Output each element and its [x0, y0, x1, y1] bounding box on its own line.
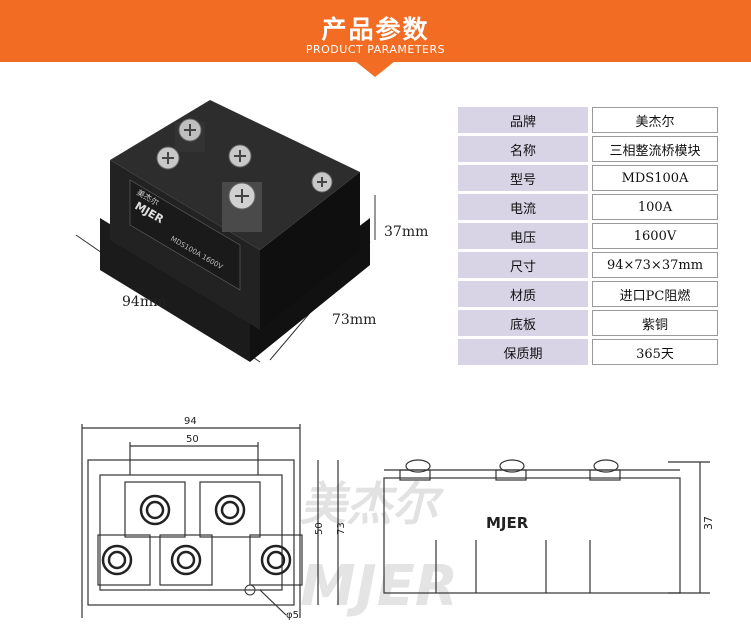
param-row: 底板紫铜 — [458, 310, 718, 336]
header-banner — [0, 0, 751, 62]
terminal-screw — [156, 146, 180, 170]
param-key: 型号 — [458, 165, 592, 191]
technical-drawing: 美杰尔 MJER 94 50 50 73 φ5 — [81, 416, 715, 621]
product-photo: MJER 美杰尔 MDS100A 1600V 94mm 73mm 37mm — [75, 100, 428, 363]
watermark-en: MJER — [300, 554, 458, 619]
terminal-screw — [222, 182, 262, 232]
dim-side-height: 37 — [702, 516, 715, 530]
param-key: 品牌 — [458, 107, 592, 133]
param-key: 材质 — [458, 281, 592, 307]
param-value: 美杰尔 — [592, 107, 718, 133]
watermark-cn: 美杰尔 — [300, 477, 445, 531]
terminal-screw — [175, 118, 205, 152]
dim-height-73: 73 — [336, 522, 347, 535]
dim-depth: 73mm — [332, 312, 376, 328]
param-value: MDS100A — [592, 165, 718, 191]
banner-subtitle: PRODUCT PARAMETERS — [305, 43, 446, 56]
dim-top-width: 94 — [184, 416, 197, 427]
param-row: 材质进口PC阻燃 — [458, 281, 718, 307]
param-value: 三相整流桥模块 — [592, 136, 718, 162]
param-key: 电流 — [458, 194, 592, 220]
param-value: 紫铜 — [592, 310, 718, 336]
param-key: 底板 — [458, 310, 592, 336]
param-row: 品牌美杰尔 — [458, 107, 718, 133]
param-value: 进口PC阻燃 — [592, 281, 718, 307]
param-key: 保质期 — [458, 339, 592, 365]
banner-notch — [355, 61, 395, 77]
dim-width: 94mm — [122, 294, 166, 310]
dim-hole: φ5 — [286, 610, 299, 621]
param-value: 1600V — [592, 223, 718, 249]
dim-inner-width: 50 — [186, 434, 199, 445]
banner-title: 产品参数 — [321, 15, 430, 44]
terminal-screw — [311, 171, 333, 193]
param-key: 名称 — [458, 136, 592, 162]
param-value: 94×73×37mm — [592, 252, 718, 278]
param-row: 名称三相整流桥模块 — [458, 136, 718, 162]
param-value: 365天 — [592, 339, 718, 365]
side-brand: MJER — [486, 514, 529, 532]
terminal-screw — [228, 144, 252, 168]
param-value: 100A — [592, 194, 718, 220]
dim-height: 37mm — [384, 224, 428, 240]
dim-height-50: 50 — [314, 522, 325, 535]
param-key: 电压 — [458, 223, 592, 249]
param-key: 尺寸 — [458, 252, 592, 278]
